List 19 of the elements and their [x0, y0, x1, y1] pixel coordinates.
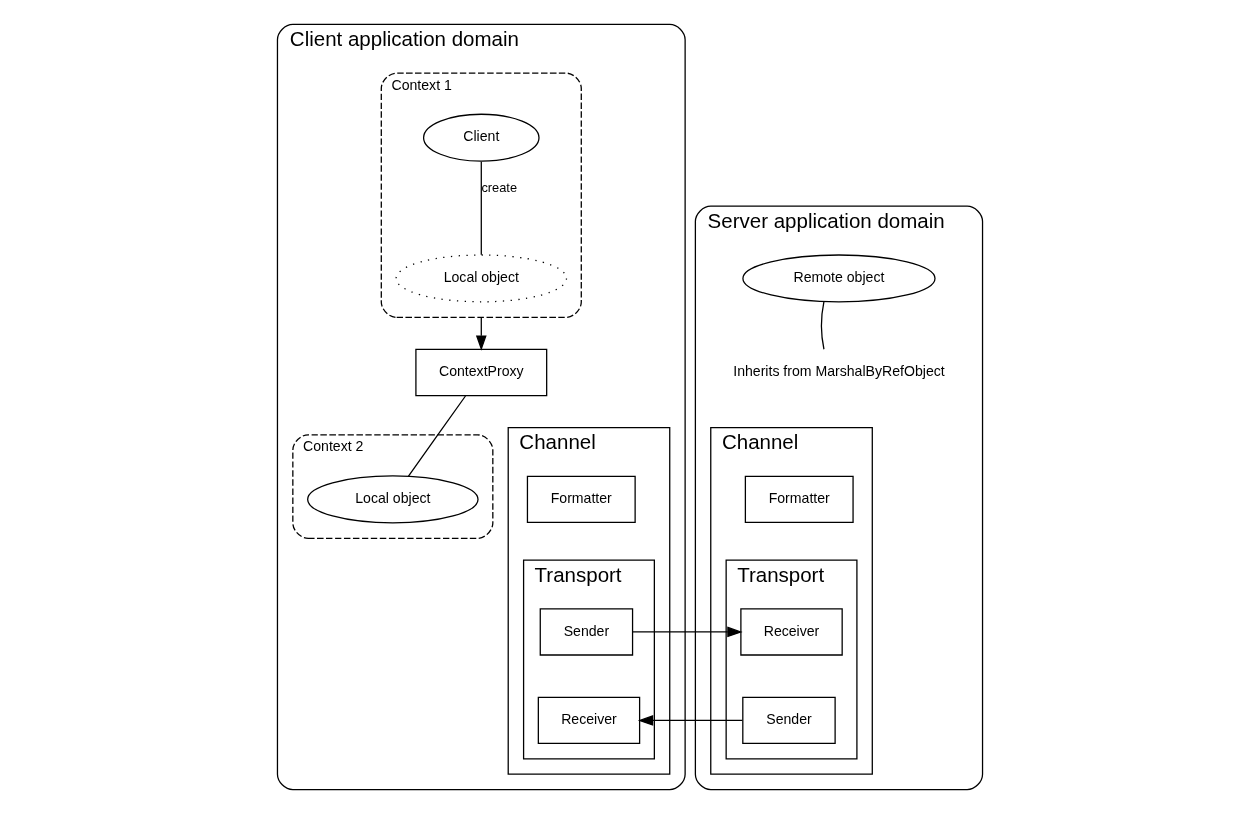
edge-label: create — [481, 179, 518, 195]
node-box: Receiver — [537, 696, 641, 744]
arrow — [632, 626, 743, 637]
connector — [480, 160, 482, 255]
node-ellipse: Client — [422, 113, 540, 162]
node-box: Formatter — [744, 475, 854, 523]
connector — [407, 394, 467, 477]
node-text: Inherits from MarshalByRefObject — [733, 362, 945, 379]
arrow — [475, 316, 487, 351]
connector — [821, 300, 825, 350]
node-box: Sender — [742, 696, 836, 744]
node-ellipse: Local object — [395, 253, 568, 302]
arrow — [637, 714, 743, 726]
node-ellipse: Local object — [307, 474, 479, 523]
node-box: ContextProxy — [415, 348, 548, 396]
node-box: Receiver — [740, 607, 843, 656]
node-box: Formatter — [526, 475, 636, 523]
node-box: Sender — [539, 607, 634, 656]
node-ellipse: Remote object — [742, 253, 936, 302]
